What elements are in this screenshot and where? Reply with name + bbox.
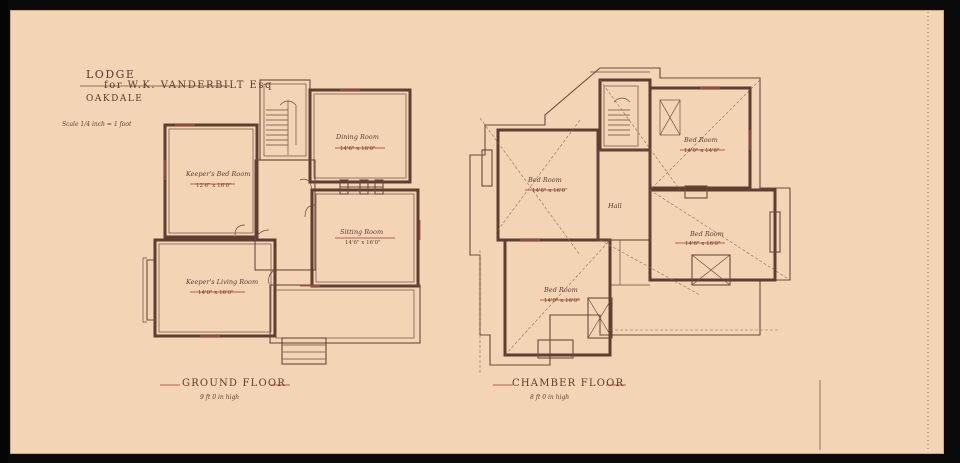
room-label: Bed Room bbox=[684, 136, 718, 144]
title-client: for W.K. VANDERBILT Esq bbox=[104, 80, 273, 91]
ground-floor-plan bbox=[142, 79, 421, 365]
room-dims: 14'0" x 14'6" bbox=[684, 148, 720, 154]
room-label: Keeper's Bed Room bbox=[186, 170, 251, 178]
title-location: OAKDALE bbox=[86, 94, 144, 104]
room-label: Sitting Room bbox=[340, 228, 384, 236]
room-label: Keeper's Living Room bbox=[186, 278, 259, 286]
room-label: Bed Room bbox=[690, 230, 724, 238]
chamber-floor-plan bbox=[469, 67, 791, 375]
room-dims: 14'6" x 16'0" bbox=[685, 241, 721, 247]
chamber-floor-height: 8 ft 0 in high bbox=[530, 394, 570, 401]
scan-border bbox=[0, 0, 8, 463]
room-dims: 14'6" x 16'0" bbox=[532, 188, 568, 194]
title-scale: Scale 1/4 inch = 1 foot bbox=[62, 121, 132, 128]
room-label: Bed Room bbox=[528, 176, 562, 184]
room-dims: 14'6" x 16'0" bbox=[345, 240, 381, 246]
ground-floor-label: GROUND FLOOR bbox=[182, 378, 286, 389]
room-dims: 12'6" x 16'0" bbox=[196, 183, 232, 189]
title-lodge: LODGE bbox=[86, 68, 136, 81]
room-dims: 14'0" x 16'0" bbox=[544, 298, 580, 304]
room-dims: 14'6" x 16'0" bbox=[340, 146, 376, 152]
room-dims: 14'0" x 16'0" bbox=[198, 290, 234, 296]
room-label: Bed Room bbox=[544, 286, 578, 294]
room-label: Dining Room bbox=[336, 133, 379, 141]
ground-floor-height: 9 ft 0 in high bbox=[200, 394, 240, 401]
room-label: Hall bbox=[608, 202, 622, 210]
chamber-floor-label: CHAMBER FLOOR bbox=[512, 378, 625, 389]
